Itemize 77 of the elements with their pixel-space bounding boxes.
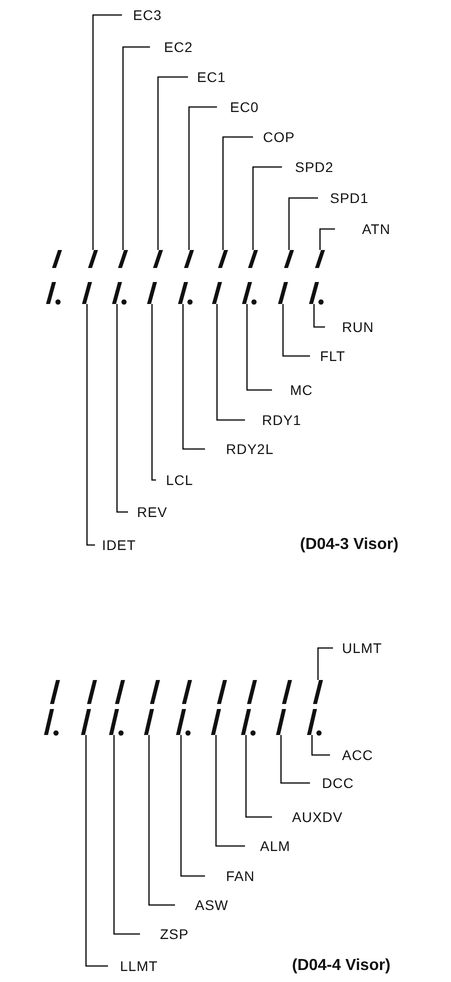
signal-label: ATN bbox=[335, 220, 390, 238]
signal-label: ACC bbox=[330, 746, 374, 764]
display-segment bbox=[241, 709, 251, 735]
signal-label: MC bbox=[272, 381, 313, 399]
signal-label: SPD2 bbox=[282, 158, 334, 176]
display-segment bbox=[88, 250, 98, 268]
signal-label: ULMT bbox=[333, 639, 382, 657]
signal-label: LCL bbox=[156, 471, 194, 489]
display-segment bbox=[118, 250, 128, 268]
leader-line bbox=[180, 735, 205, 877]
leader-line bbox=[182, 304, 205, 450]
leader-line bbox=[311, 735, 330, 756]
signal-label: RDY1 bbox=[245, 411, 302, 429]
leader-line bbox=[85, 735, 108, 967]
leader-line bbox=[157, 76, 188, 250]
display-segment bbox=[147, 282, 157, 304]
display-caption: (D04-3 Visor) bbox=[300, 535, 398, 555]
display-segment bbox=[178, 282, 188, 304]
leader-line bbox=[245, 735, 272, 818]
leader-line bbox=[319, 228, 335, 250]
display-segment bbox=[109, 709, 119, 735]
signal-label: RUN bbox=[325, 318, 374, 336]
display-segment bbox=[284, 250, 294, 268]
display-segment bbox=[276, 709, 286, 735]
signal-label: ASW bbox=[175, 896, 228, 914]
leader-line bbox=[317, 647, 333, 680]
signal-label: EC2 bbox=[150, 38, 193, 56]
display-segment bbox=[184, 250, 194, 268]
signal-label: EC0 bbox=[217, 98, 259, 116]
leader-line bbox=[282, 304, 310, 357]
leader-line bbox=[148, 735, 175, 906]
signal-label: IDET bbox=[95, 536, 136, 554]
display-segment bbox=[313, 680, 323, 704]
display-segment bbox=[315, 250, 325, 268]
display-segment bbox=[309, 282, 319, 304]
signal-label: REV bbox=[128, 503, 168, 521]
display-caption: (D04-4 Visor) bbox=[292, 956, 390, 976]
leader-line bbox=[113, 735, 140, 935]
leader-line bbox=[151, 304, 156, 481]
display-segment bbox=[242, 282, 252, 304]
signal-label: EC3 bbox=[122, 6, 162, 24]
leader-line bbox=[252, 166, 282, 250]
signal-label: RDY2L bbox=[205, 440, 274, 458]
display-segment bbox=[248, 250, 258, 268]
display-segment bbox=[212, 282, 222, 304]
leader-line bbox=[122, 46, 150, 250]
display-segment bbox=[82, 282, 92, 304]
signal-label: SPD1 bbox=[318, 189, 369, 207]
display-segment bbox=[81, 709, 91, 735]
leader-line bbox=[313, 304, 325, 328]
leader-line bbox=[288, 197, 318, 250]
display-segment bbox=[278, 282, 288, 304]
leader-line bbox=[280, 735, 310, 784]
signal-label: EC1 bbox=[188, 68, 226, 86]
signal-label: LLMT bbox=[108, 957, 158, 975]
signal-label: FLT bbox=[310, 347, 346, 365]
leader-line bbox=[216, 304, 245, 421]
leader-line bbox=[215, 735, 245, 847]
leader-line bbox=[246, 304, 272, 391]
display-segment bbox=[218, 250, 228, 268]
display-segment bbox=[307, 709, 317, 735]
display-segment bbox=[153, 250, 163, 268]
leader-line bbox=[86, 304, 95, 546]
leader-line bbox=[92, 14, 122, 250]
signal-label: FAN bbox=[205, 867, 255, 885]
signal-label: ALM bbox=[245, 837, 290, 855]
display-segment bbox=[112, 282, 122, 304]
leader-line bbox=[188, 106, 217, 250]
signal-label: ZSP bbox=[140, 925, 189, 943]
display-segment bbox=[176, 709, 186, 735]
display-segment bbox=[211, 709, 221, 735]
display-segment bbox=[144, 709, 154, 735]
leader-line bbox=[116, 304, 128, 513]
signal-label: DCC bbox=[310, 774, 354, 792]
leader-line bbox=[222, 136, 253, 250]
signal-label: AUXDV bbox=[272, 808, 343, 826]
signal-label: COP bbox=[253, 128, 295, 146]
